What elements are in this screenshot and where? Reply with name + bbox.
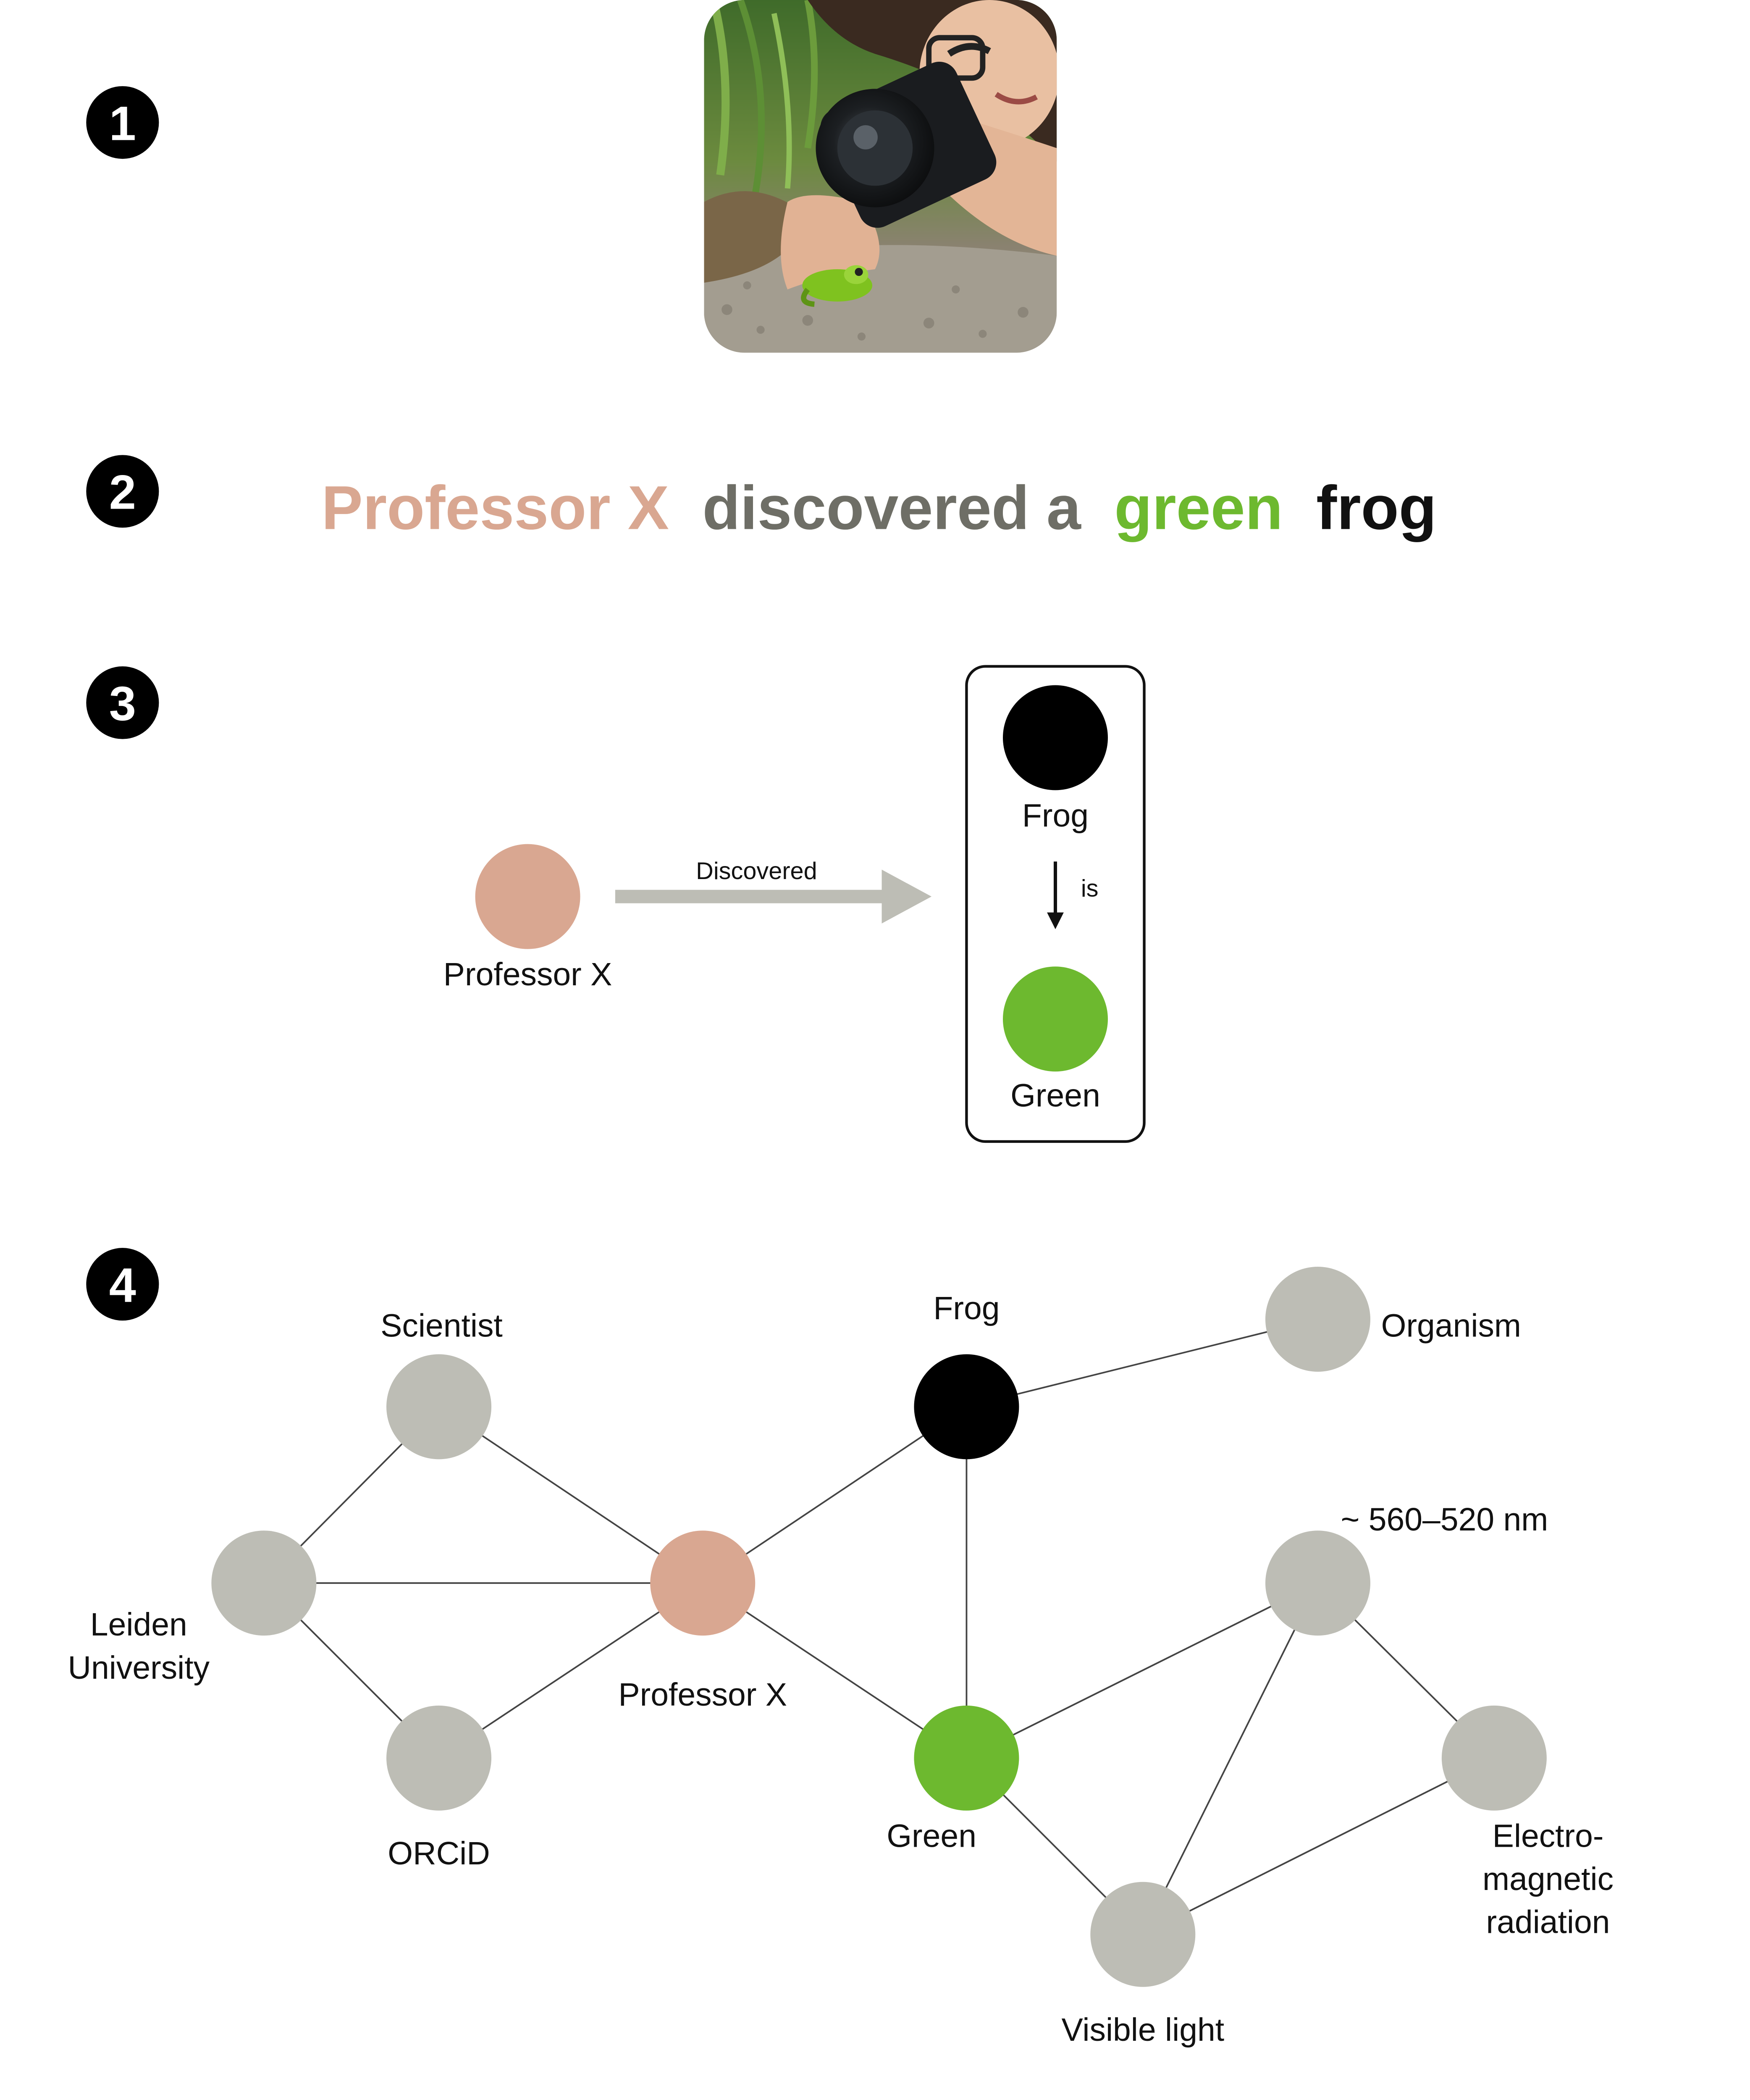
triple-frog-label: Frog xyxy=(1022,798,1089,834)
node-label-scientist: Scientist xyxy=(380,1308,503,1344)
sentence-discovered-a: discovered a xyxy=(702,474,1081,543)
step-badge-1: 1 xyxy=(86,86,159,159)
edge-profx-green xyxy=(702,1582,967,1759)
node-label-visible: Visible light xyxy=(1062,2012,1225,2048)
node-leiden xyxy=(211,1530,317,1636)
triple-green-node xyxy=(1002,966,1108,1072)
triple-subject-label: Professor X xyxy=(443,956,612,992)
sentence-green: green xyxy=(1114,474,1283,543)
node-organism xyxy=(1265,1267,1370,1372)
sentence: Professor X discovered a green frog xyxy=(321,474,1436,543)
step-number-2: 2 xyxy=(109,466,136,520)
sentence-professor-x: Professor X xyxy=(321,474,669,543)
node-label-emr-line-0: Electro- xyxy=(1493,1818,1604,1854)
edge-frog-organism xyxy=(966,1318,1318,1408)
triple-object-box xyxy=(965,665,1146,1143)
node-profx xyxy=(650,1530,756,1636)
node-orcid xyxy=(386,1705,492,1811)
triple-diagram: Professor X Discovered Frog is Green xyxy=(443,665,1146,1143)
frog-photo xyxy=(704,0,1057,353)
step-badge-2: 2 xyxy=(86,455,159,528)
node-green xyxy=(914,1705,1019,1811)
triple-predicate-label: Discovered xyxy=(696,858,817,885)
triple-subject-node xyxy=(475,844,580,949)
step-badge-4: 4 xyxy=(86,1248,159,1321)
node-wavelength xyxy=(1265,1530,1370,1636)
node-label-leiden-line-0: Leiden xyxy=(90,1606,187,1643)
edge-scientist-profx xyxy=(438,1406,703,1584)
edge-orcid-profx xyxy=(438,1582,703,1759)
step-badge-3: 3 xyxy=(86,666,159,739)
triple-predicate-arrow xyxy=(615,869,932,924)
node-scientist xyxy=(386,1354,492,1460)
node-label-leiden-line-1: University xyxy=(68,1650,210,1686)
step-number-1: 1 xyxy=(109,97,136,150)
node-label-green: Green xyxy=(887,1818,976,1854)
edge-emr-visible xyxy=(1142,1757,1495,1935)
node-label-orcid: ORCiD xyxy=(388,1835,490,1872)
node-frog xyxy=(914,1354,1019,1460)
step-number-4: 4 xyxy=(109,1258,136,1312)
node-label-profx: Professor X xyxy=(618,1677,787,1713)
node-label-wavelength: ~ 560–520 nm xyxy=(1341,1502,1548,1538)
node-label-organism: Organism xyxy=(1381,1308,1521,1344)
edge-green-wavelength xyxy=(966,1582,1318,1759)
triple-green-label: Green xyxy=(1010,1078,1100,1114)
edge-profx-frog xyxy=(702,1406,967,1584)
triple-frog-node xyxy=(1002,685,1108,790)
node-label-emr-line-2: radiation xyxy=(1486,1904,1610,1940)
node-visible xyxy=(1090,1882,1196,1987)
graph-nodes xyxy=(211,1267,1547,1987)
node-label-emr: Electro-magnetic radiation xyxy=(1482,1818,1614,1940)
edge-wavelength-visible xyxy=(1142,1583,1319,1935)
step-number-3: 3 xyxy=(109,677,136,731)
node-label-frog: Frog xyxy=(933,1290,1000,1326)
sentence-frog: frog xyxy=(1316,474,1437,543)
node-label-emr-line-1: magnetic xyxy=(1482,1861,1614,1897)
triple-relation-label: is xyxy=(1081,875,1099,902)
node-emr xyxy=(1441,1705,1547,1811)
